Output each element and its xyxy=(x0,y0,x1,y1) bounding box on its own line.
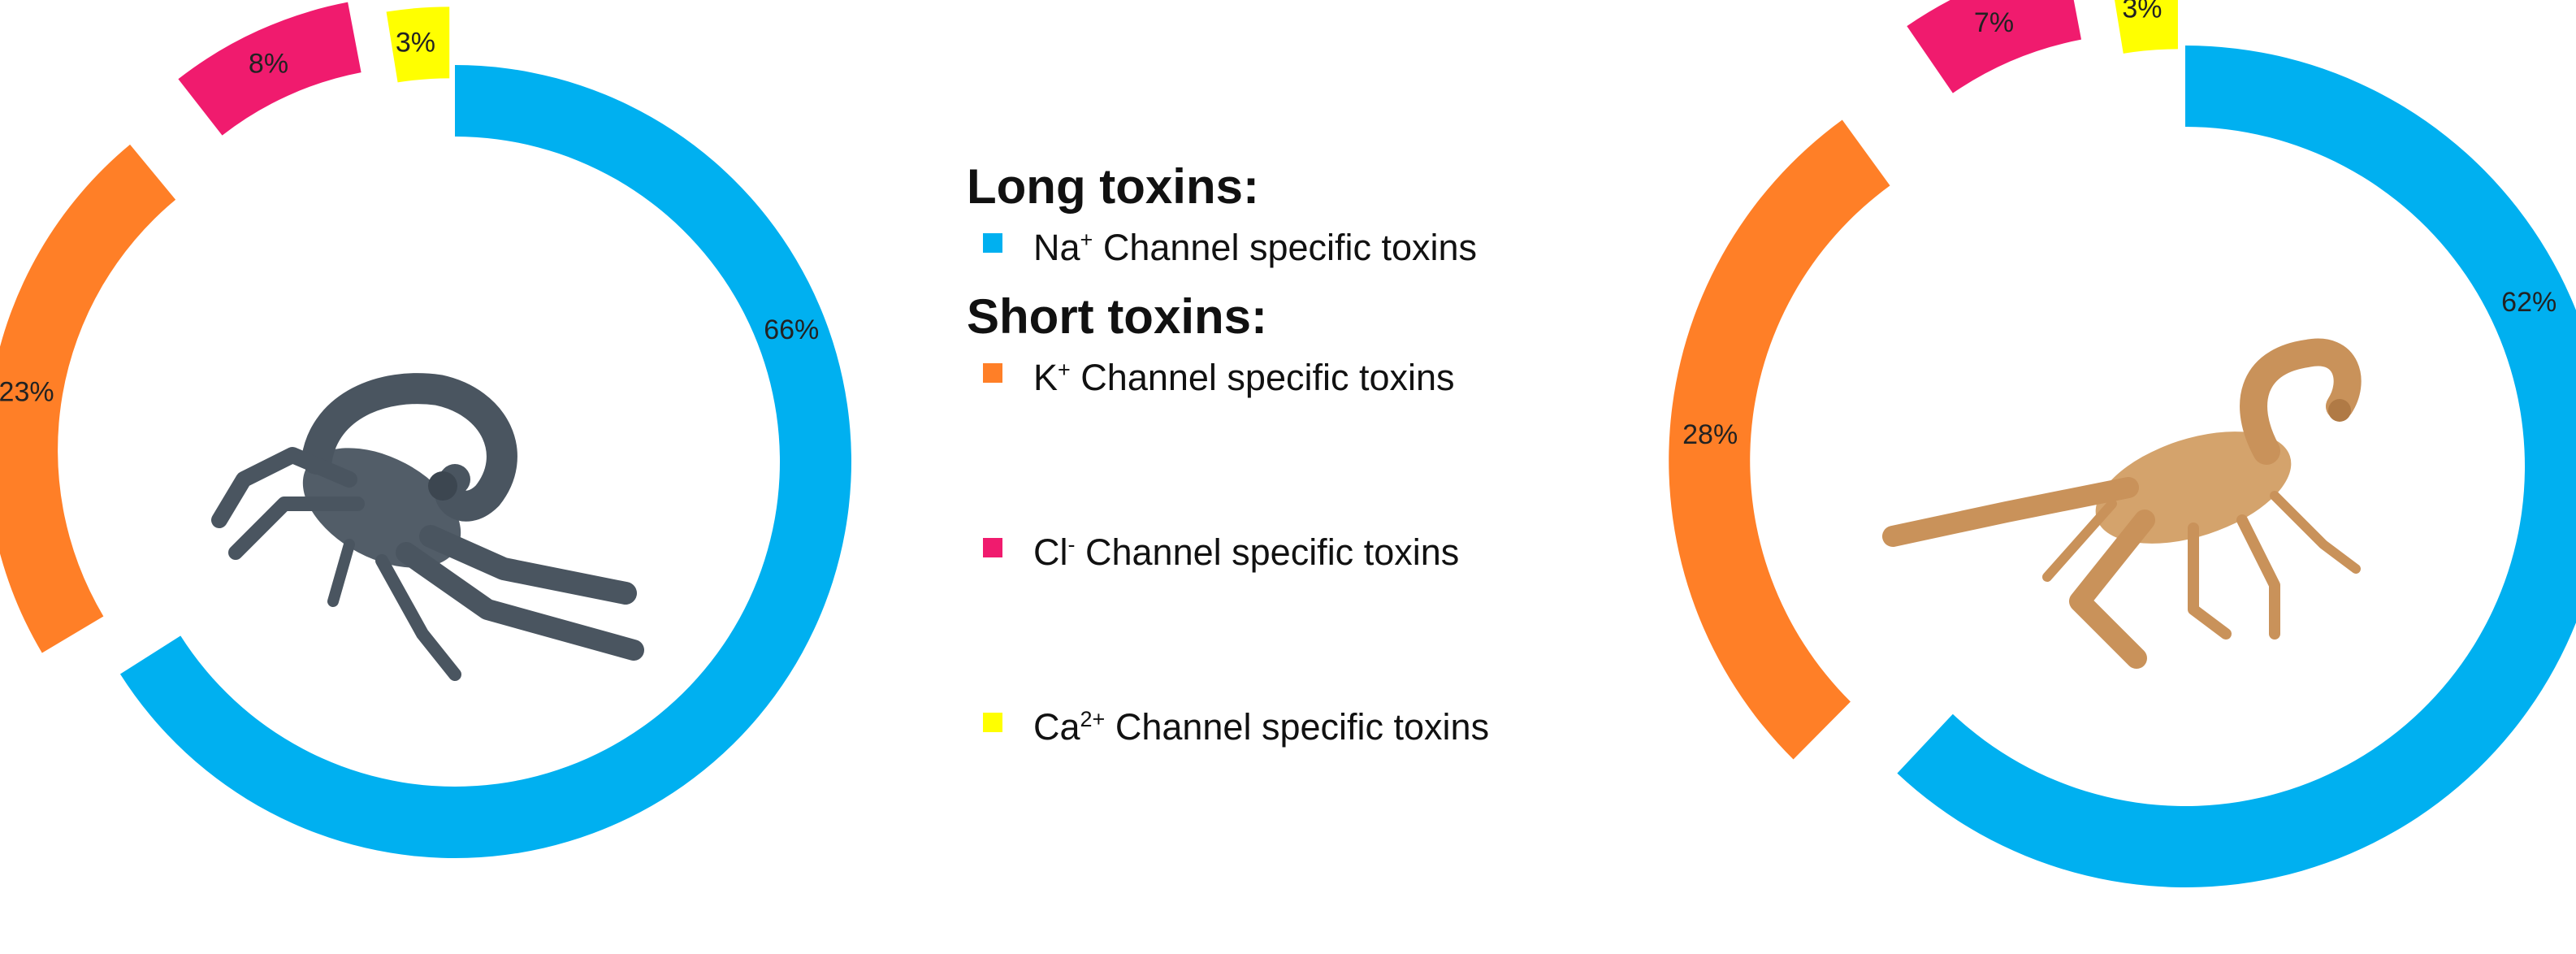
legend-swatch-potassium xyxy=(983,363,1002,383)
donut-label-sodium: 66% xyxy=(764,314,819,345)
legend-text: Channel specific toxins xyxy=(1075,531,1460,573)
donut-label-calcium: 3% xyxy=(396,27,435,58)
donut-label-potassium: 23% xyxy=(0,376,54,407)
legend-text: Channel specific toxins xyxy=(1093,227,1478,268)
legend-item-calcium: Ca2+ Channel specific toxins xyxy=(967,695,1698,752)
legend-charge: + xyxy=(1058,358,1071,382)
legend-heading-short: Short toxins: xyxy=(967,289,1267,344)
legend-ion: Cl xyxy=(1033,531,1068,573)
donut-label-calcium: 3% xyxy=(2122,0,2162,24)
legend-ion: Ca xyxy=(1033,706,1080,748)
donut-segment-sodium xyxy=(1897,46,2576,887)
legend-swatch-calcium xyxy=(983,713,1002,732)
donut-segment-calcium xyxy=(2115,0,2178,54)
legend-ion: Na xyxy=(1033,227,1080,268)
donut-label-sodium: 62% xyxy=(2501,287,2557,318)
legend-item-chloride: Cl- Channel specific toxins xyxy=(967,520,1698,577)
dark-scorpion-icon xyxy=(211,373,644,681)
legend-text: Channel specific toxins xyxy=(1070,357,1455,398)
donut-segment-chloride xyxy=(178,2,362,136)
legend-charge: 2+ xyxy=(1080,707,1106,731)
donut-chart-right: 62% 28% 7% 3% xyxy=(1669,0,2576,887)
donut-label-potassium: 28% xyxy=(1682,419,1738,450)
donut-segment-potassium xyxy=(0,144,176,653)
legend-item-potassium: K+ Channel specific toxins xyxy=(967,345,1698,402)
legend-swatch-sodium xyxy=(983,233,1002,253)
donut-segment-chloride xyxy=(1907,0,2082,93)
donut-label-chloride: 7% xyxy=(1974,7,2014,38)
legend-text: Channel specific toxins xyxy=(1105,706,1490,748)
legend-charge: + xyxy=(1080,228,1093,252)
legend: Long toxins: Na+ Channel specific toxins… xyxy=(967,158,1698,752)
donut-segment-calcium xyxy=(386,7,450,83)
donut-segment-potassium xyxy=(1669,119,1890,760)
legend-swatch-chloride xyxy=(983,538,1002,557)
donut-segment-sodium xyxy=(119,65,852,858)
legend-heading-long: Long toxins: xyxy=(967,159,1259,214)
tan-scorpion-icon xyxy=(1882,338,2362,669)
donut-chart-left: 66% 23% 8% 3% xyxy=(0,2,852,858)
donut-label-chloride: 8% xyxy=(249,48,288,79)
legend-charge: - xyxy=(1067,532,1076,557)
legend-ion: K xyxy=(1033,357,1059,398)
legend-item-sodium: Na+ Channel specific toxins xyxy=(967,215,1698,272)
